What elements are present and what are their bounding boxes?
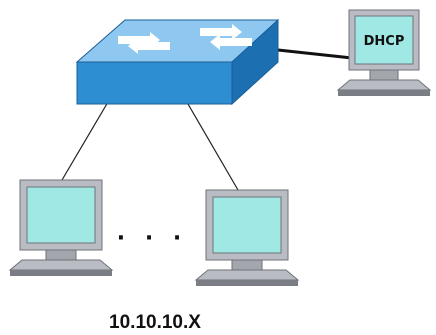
link-switch-to-pc-left <box>61 101 109 181</box>
link-switch-to-pc-right <box>187 103 239 191</box>
switch-icon <box>75 18 280 106</box>
subnet-label: 10.10.10.X <box>109 312 201 333</box>
more-clients-ellipsis: · · · <box>117 226 187 251</box>
client-pc-right-icon <box>194 189 300 286</box>
dhcp-server-icon: DHCP <box>336 9 432 96</box>
link-switch-to-dhcp <box>277 48 353 60</box>
dhcp-label: DHCP <box>364 34 405 49</box>
client-pc-left-icon <box>8 179 114 276</box>
